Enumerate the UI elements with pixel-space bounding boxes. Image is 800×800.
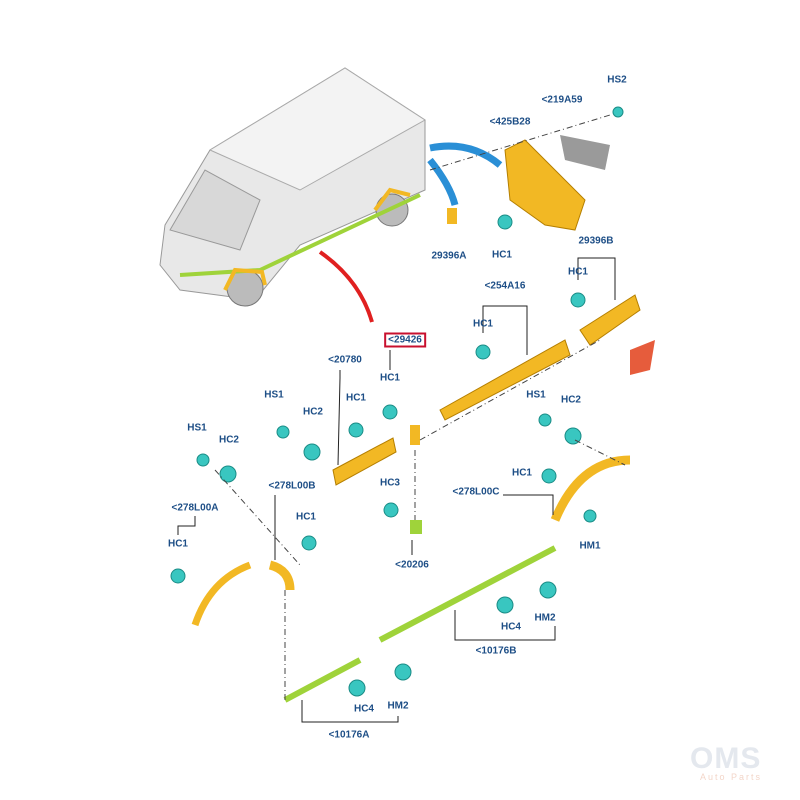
label-10176a[interactable]: <10176A (328, 729, 370, 741)
part-10176a (283, 657, 362, 703)
part-425b28 (504, 139, 586, 231)
arrow-blue-2 (427, 157, 459, 206)
clips (170, 106, 624, 697)
part-278l00c (550, 455, 631, 522)
label-hc1[interactable]: HC1 (167, 538, 189, 550)
label-hc1[interactable]: HC1 (379, 372, 401, 384)
label-hs1[interactable]: HS1 (526, 389, 546, 401)
label-10176b[interactable]: <10176B (475, 645, 517, 657)
arrow-red (318, 250, 374, 323)
label-219a59[interactable]: <219A59 (541, 94, 583, 106)
part-10176b (378, 545, 557, 643)
watermark-logo: OMS (690, 742, 762, 775)
part-20206 (410, 520, 422, 534)
label-hc1[interactable]: HC1 (491, 249, 513, 261)
label-29396a[interactable]: 29396A (431, 250, 467, 262)
label-hs2[interactable]: HS2 (607, 74, 627, 86)
label-278l00c[interactable]: <278L00C (452, 486, 500, 498)
label-425b28[interactable]: <425B28 (489, 116, 531, 128)
label-hc1[interactable]: HC1 (295, 511, 317, 523)
part-red-bracket (630, 340, 655, 375)
part-29426 (410, 425, 420, 445)
label-hm2[interactable]: HM2 (534, 612, 556, 624)
leader-lines (177, 257, 616, 723)
label-278l00b[interactable]: <278L00B (268, 480, 316, 492)
label-hm1[interactable]: HM1 (579, 540, 601, 552)
label-278l00a[interactable]: <278L00A (171, 502, 219, 514)
label-29396b[interactable]: 29396B (578, 235, 614, 247)
label-hc4[interactable]: HC4 (353, 703, 375, 715)
label-hc1[interactable]: HC1 (345, 392, 367, 404)
van-illustration (159, 67, 426, 307)
label-29426-highlighted[interactable]: <29426 (384, 332, 426, 348)
watermark-subtitle: Auto Parts (700, 772, 763, 782)
label-hc1[interactable]: HC1 (511, 467, 533, 479)
label-20206[interactable]: <20206 (395, 559, 429, 571)
label-hc2[interactable]: HC2 (560, 394, 582, 406)
part-29396b (579, 294, 641, 346)
label-hc3[interactable]: HC3 (379, 477, 401, 489)
part-20780 (332, 437, 397, 486)
part-29396a (447, 208, 457, 224)
label-hc2[interactable]: HC2 (218, 434, 240, 446)
label-hc4[interactable]: HC4 (500, 621, 522, 633)
label-hm2[interactable]: HM2 (387, 700, 409, 712)
dash-dot-lines (214, 114, 626, 700)
label-254a16[interactable]: <254A16 (484, 280, 526, 292)
part-278l00a (191, 561, 252, 627)
arrow-blue-1 (429, 142, 503, 168)
part-278l00b (268, 560, 295, 591)
part-219a59 (560, 135, 610, 170)
label-hc2[interactable]: HC2 (302, 406, 324, 418)
label-hs1[interactable]: HS1 (264, 389, 284, 401)
label-20780[interactable]: <20780 (328, 354, 362, 366)
part-254a16 (439, 339, 571, 421)
label-hc1[interactable]: HC1 (567, 266, 589, 278)
label-hc1[interactable]: HC1 (472, 318, 494, 330)
label-hs1[interactable]: HS1 (187, 422, 207, 434)
